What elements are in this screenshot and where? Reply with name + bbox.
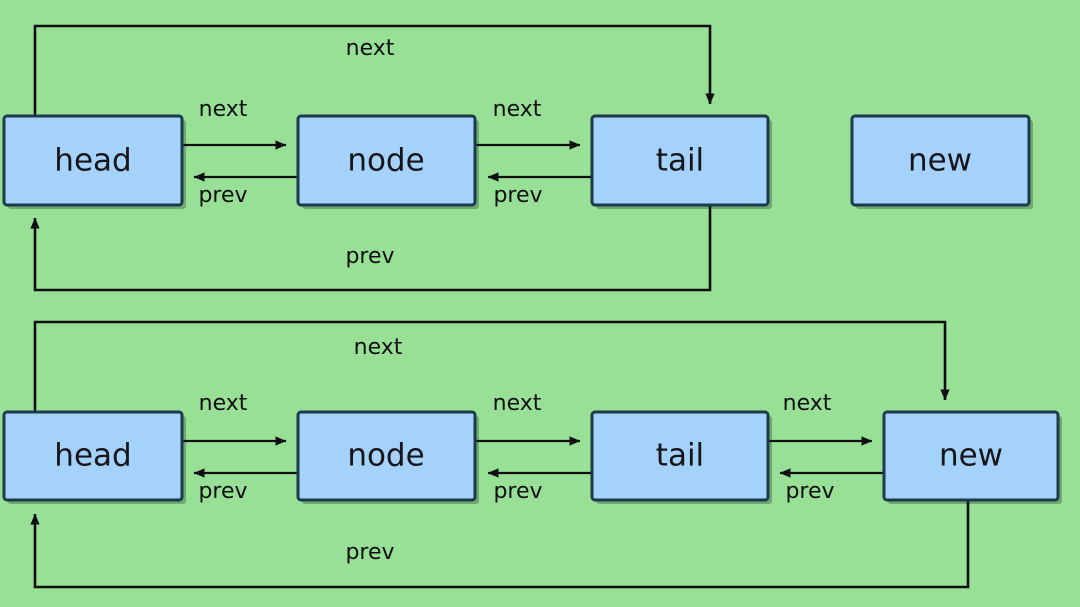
- node-bot-head[interactable]: head: [2, 410, 186, 504]
- edge-label-next: next: [346, 36, 395, 61]
- row-after: head node tail new next next next next: [2, 320, 1062, 589]
- edge-label-prev: prev: [493, 479, 542, 504]
- edge-label-prev: prev: [345, 244, 394, 269]
- edge-label-next: next: [493, 97, 542, 122]
- node-label: node: [347, 438, 424, 474]
- node-bot-node[interactable]: node: [296, 410, 479, 504]
- node-bot-tail[interactable]: tail: [590, 410, 772, 504]
- edge-label-next: next: [783, 391, 832, 416]
- node-label: tail: [656, 438, 704, 474]
- node-label: head: [54, 143, 131, 179]
- edge-label-next: next: [493, 391, 542, 416]
- edge-bot-loop-prev: [30, 500, 970, 589]
- edge-top-loop-prev: [30, 205, 712, 292]
- node-top-head[interactable]: head: [2, 114, 186, 209]
- edge-label-next: next: [354, 335, 403, 360]
- edge-label-prev: prev: [785, 479, 834, 504]
- edge-label-prev: prev: [493, 183, 542, 208]
- node-label: tail: [656, 143, 704, 179]
- edge-label-prev: prev: [198, 479, 247, 504]
- edge-top-loop-next: [33, 24, 715, 116]
- node-top-node[interactable]: node: [296, 114, 479, 209]
- edge-bot-loop-next: [33, 320, 950, 412]
- edge-label-next: next: [199, 97, 248, 122]
- node-label: node: [347, 143, 424, 179]
- node-top-tail[interactable]: tail: [590, 114, 772, 209]
- node-label: new: [908, 143, 972, 179]
- edge-label-prev: prev: [345, 540, 394, 565]
- edge-label-prev: prev: [198, 183, 247, 208]
- node-label: new: [939, 438, 1003, 474]
- node-label: head: [54, 438, 131, 474]
- edge-label-next: next: [199, 391, 248, 416]
- node-bot-new[interactable]: new: [882, 410, 1062, 504]
- row-before: head node tail new next next next prev: [2, 24, 1033, 292]
- node-top-new[interactable]: new: [850, 114, 1033, 209]
